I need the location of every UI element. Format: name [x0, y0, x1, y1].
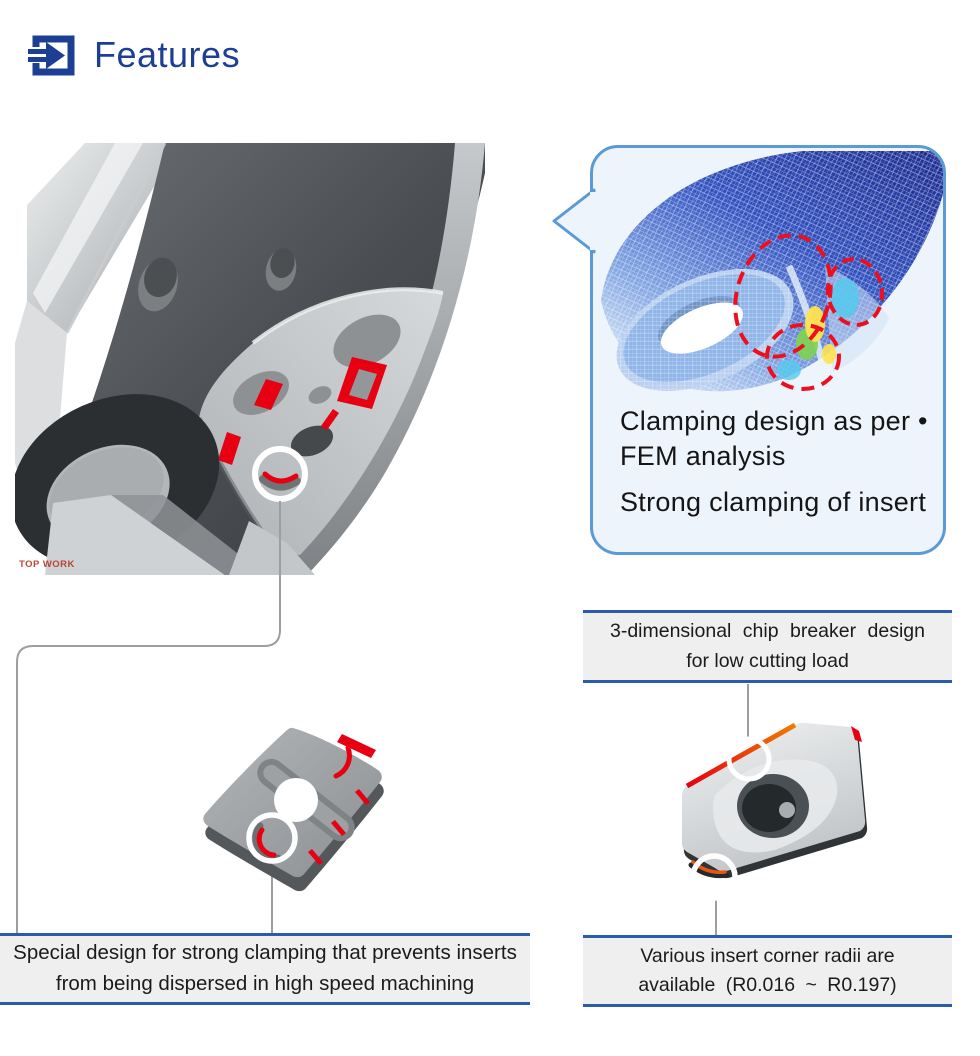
shaft-streak	[33, 143, 143, 313]
chip-breaker-line2: for low cutting load	[686, 649, 849, 672]
corner-radii-line2: available (R0.016 ~ R0.197)	[638, 974, 897, 996]
red-corner-mark	[851, 726, 862, 742]
cutter-outer-band	[267, 143, 485, 575]
shaft-highlight	[27, 143, 85, 205]
bubble-tail	[552, 188, 596, 254]
body-divot	[138, 257, 178, 312]
circle-highlight	[252, 446, 308, 502]
red-edge-mark	[331, 820, 346, 836]
fem-callout-bubble: Clamping design as per • FEM analysis St…	[590, 145, 946, 555]
page-title: Features	[94, 34, 241, 75]
fem-caption: Clamping design as per • FEM analysis St…	[620, 404, 931, 520]
page-header: Features	[28, 30, 240, 80]
fem-mesh-figure	[601, 151, 943, 392]
red-contact-patch	[218, 432, 241, 465]
fem-hotspot-yellow	[805, 306, 825, 342]
circle-highlight	[726, 736, 772, 782]
pocket	[333, 314, 401, 368]
fem-caption-line3: Strong clamping of insert	[620, 487, 927, 518]
clamp-insert-figure	[203, 727, 384, 892]
red-dashed-ellipse	[733, 233, 833, 359]
patch-inner	[349, 369, 377, 400]
red-contact-patch	[254, 379, 283, 410]
red-slot-arc	[333, 745, 352, 779]
circle-highlight	[690, 853, 738, 901]
red-contact-dash	[321, 409, 339, 430]
seat-red-arc	[262, 471, 299, 484]
fem-hotspot-cyan	[777, 360, 801, 380]
body-edge-highlight	[65, 143, 167, 334]
pocket-hole	[290, 425, 334, 457]
fem-hotspot-cyan	[831, 278, 859, 318]
corner-radii-callout-box: Various insert corner radii are availabl…	[583, 935, 952, 1007]
pocket-notch	[308, 386, 332, 404]
cutting-edge-orange	[685, 722, 797, 789]
body-divot	[265, 248, 297, 291]
strong-clamping-callout-box: Special design for strong clamping that …	[0, 933, 530, 1005]
fem-caption-line1: Clamping design as per •	[620, 406, 928, 436]
hole-highlight	[779, 802, 795, 818]
fem-bottom-rim	[616, 269, 794, 391]
strong-clamping-line2: from being dispersed in high speed machi…	[55, 972, 475, 995]
fem-caption-line2: FEM analysis	[620, 441, 786, 472]
fem-hotspot-yellow	[822, 344, 836, 364]
strong-clamping-line1: Special design for strong clamping that …	[13, 941, 517, 965]
chip-breaker-line1: 3-dimensional chip breaker design	[609, 620, 925, 643]
arrow-into-box-icon	[28, 35, 75, 76]
face-rim	[251, 287, 444, 345]
chip-breaker-callout-box: 3-dimensional chip breaker design for lo…	[583, 610, 952, 683]
milling-insert-figure	[681, 722, 868, 901]
red-dashed-ellipse	[765, 323, 841, 391]
red-edge-mark	[355, 789, 370, 805]
red-edge-mark	[337, 734, 376, 758]
clamp-center-hole	[274, 778, 318, 822]
red-edge-mark	[308, 849, 323, 865]
corner-radii-line1: Various insert corner radii are	[640, 944, 895, 967]
seat-crescent	[259, 475, 301, 491]
watermark-text: TOP WORK	[19, 559, 75, 570]
milling-cutter-section-figure: TOP WORK	[15, 143, 485, 575]
insert-hole-inner	[742, 784, 796, 832]
red-dashed-ellipse	[825, 257, 885, 327]
